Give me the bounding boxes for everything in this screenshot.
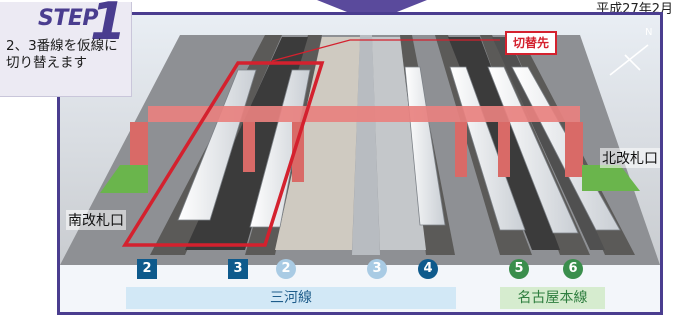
platform-marker-6: 6 — [563, 259, 583, 279]
nagoya-main-line-bar: 名古屋本線 — [500, 287, 605, 309]
overpass — [130, 106, 583, 182]
platform-marker-3: 3 — [228, 259, 248, 279]
switch-highlight — [121, 61, 325, 247]
step-title: STEP — [38, 6, 99, 31]
step-description: 2、3番線を仮線に切り替えます — [6, 38, 118, 71]
switch-destination-tag: 切替先 — [505, 31, 558, 55]
compass-icon — [609, 44, 649, 76]
south-gate-area — [100, 165, 148, 193]
station-illustration: N — [60, 15, 660, 265]
platform-marker-4: 4 — [418, 259, 438, 279]
compass-label: N — [645, 27, 652, 38]
step-number: 1 — [90, 0, 127, 52]
south-gate-label: 南改札口 — [66, 210, 126, 230]
mikawa-line-bar: 三河線 — [126, 287, 456, 309]
step-box: STEP 1 2、3番線を仮線に切り替えます — [0, 0, 132, 97]
platform-marker-2: 2 — [137, 259, 157, 279]
north-gate-label: 北改札口 — [600, 148, 660, 168]
platform-marker-temp-2: 2 — [276, 259, 296, 279]
platform-marker-5: 5 — [509, 259, 529, 279]
north-gate-area — [582, 165, 640, 191]
platform-marker-temp-3: 3 — [367, 259, 387, 279]
